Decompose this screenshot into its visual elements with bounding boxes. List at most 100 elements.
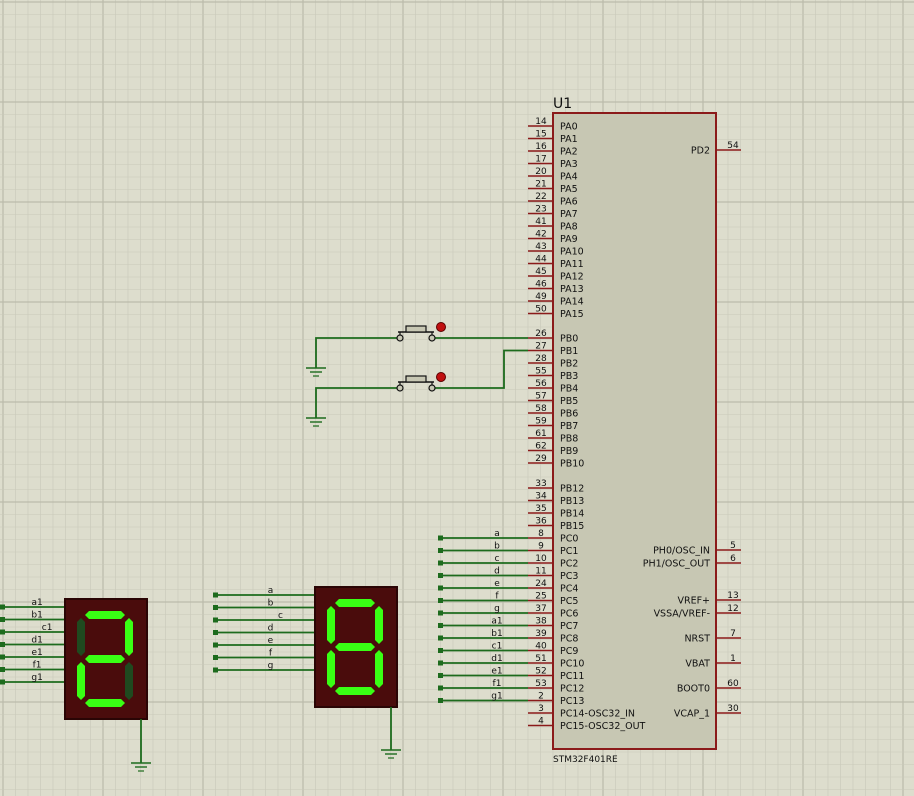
pin-number: 53: [535, 679, 546, 689]
net-terminal: [0, 654, 5, 660]
pin-number: 16: [535, 142, 547, 152]
pin-number: 62: [535, 442, 546, 452]
pin-number: 1: [730, 654, 736, 664]
segment-c: [375, 650, 383, 688]
segment-d: [335, 687, 375, 695]
pin-name: PA0: [560, 122, 578, 133]
pin-name: PA10: [560, 247, 584, 258]
net-label: e1: [31, 648, 42, 658]
pin-name: PA14: [560, 297, 584, 308]
segment-b: [125, 618, 133, 656]
pin-name: PA7: [560, 209, 578, 220]
pin-number: 33: [535, 479, 546, 489]
pin-name: PC12: [560, 684, 584, 695]
net-label: d1: [31, 636, 42, 646]
net-terminal: [438, 598, 443, 603]
pin-number: 22: [535, 192, 546, 202]
pin-name: PB4: [560, 384, 578, 395]
pin-number: 36: [535, 517, 547, 527]
pin-name: PA4: [560, 172, 578, 183]
pin-name: PB0: [560, 334, 578, 345]
pin-number: 60: [727, 679, 739, 689]
net-terminal: [438, 635, 443, 641]
pin-number: 51: [535, 654, 546, 664]
pin-name: PA2: [560, 147, 578, 158]
button-contact: [428, 384, 436, 392]
pin-number: 46: [535, 280, 547, 290]
pin-number: 49: [535, 292, 547, 302]
pin-number: 55: [535, 367, 546, 377]
button-contact: [428, 334, 436, 342]
net-terminal: [213, 642, 218, 648]
pin-number: 40: [535, 642, 547, 652]
net-label: a1: [491, 617, 502, 627]
net-terminal: [438, 660, 443, 666]
pin-number: 12: [727, 604, 738, 614]
net-label: d: [268, 624, 274, 634]
button-cap[interactable]: [405, 375, 427, 383]
segment-g: [85, 655, 125, 663]
net-terminal: [213, 655, 218, 660]
mcu-part-number: STM32F401RE: [553, 755, 618, 765]
mcu-body[interactable]: [552, 112, 717, 750]
pin-number: 7: [730, 629, 736, 639]
pin-number: 58: [535, 404, 547, 414]
pin-number: 54: [727, 141, 739, 151]
net-terminal: [0, 667, 5, 672]
net-label: f: [495, 592, 499, 602]
pin-number: 27: [535, 342, 546, 352]
segment-d: [85, 699, 125, 707]
pin-number: 28: [535, 354, 547, 364]
pin-number: 5: [730, 541, 736, 551]
pin-name: PB15: [560, 521, 584, 532]
button-wire: [315, 337, 397, 368]
segment-e: [77, 662, 85, 700]
pin-name: PD2: [691, 146, 710, 157]
pin-name: PA6: [560, 197, 578, 208]
push-buttons: [396, 322, 446, 392]
pin-name: NRST: [684, 634, 710, 645]
button-cap[interactable]: [405, 325, 427, 333]
net-terminal: [438, 648, 443, 653]
pin-name: PC15-OSC32_OUT: [560, 721, 646, 732]
net-terminal: [0, 642, 5, 647]
segment-f: [327, 606, 335, 644]
button-wire: [315, 387, 397, 418]
net-label: a: [268, 586, 274, 596]
pin-number: 26: [535, 329, 547, 339]
pin-name: PA12: [560, 272, 584, 283]
net-terminal: [213, 617, 218, 623]
net-terminal: [213, 592, 218, 598]
pin-name: PH1/OSC_OUT: [643, 559, 710, 570]
segment-b: [375, 606, 383, 644]
pin-number: 21: [535, 180, 546, 190]
net-label: f: [269, 649, 273, 659]
net-label: g: [268, 661, 274, 671]
pin-number: 20: [535, 167, 547, 177]
net-label: b1: [31, 611, 42, 621]
pin-number: 59: [535, 417, 547, 427]
pin-name: PC0: [560, 534, 578, 545]
pin-name: PC10: [560, 659, 584, 670]
pin-name: PB6: [560, 409, 578, 420]
pin-number: 39: [535, 629, 547, 639]
pin-name: PB2: [560, 359, 578, 370]
net-label: b: [494, 542, 500, 552]
pin-number: 43: [535, 242, 546, 252]
net-terminal: [438, 560, 443, 566]
pin-name: VSSA/VREF-: [654, 609, 710, 620]
pin-name: PC7: [560, 621, 578, 632]
net-label: c: [278, 611, 283, 621]
pin-number: 24: [535, 579, 547, 589]
net-label: d1: [491, 654, 502, 664]
pin-number: 25: [535, 592, 546, 602]
net-terminal: [438, 573, 443, 578]
pin-number: 14: [535, 117, 547, 127]
net-terminal: [438, 685, 443, 691]
pin-number: 3: [538, 704, 544, 714]
segment-c: [125, 662, 133, 700]
